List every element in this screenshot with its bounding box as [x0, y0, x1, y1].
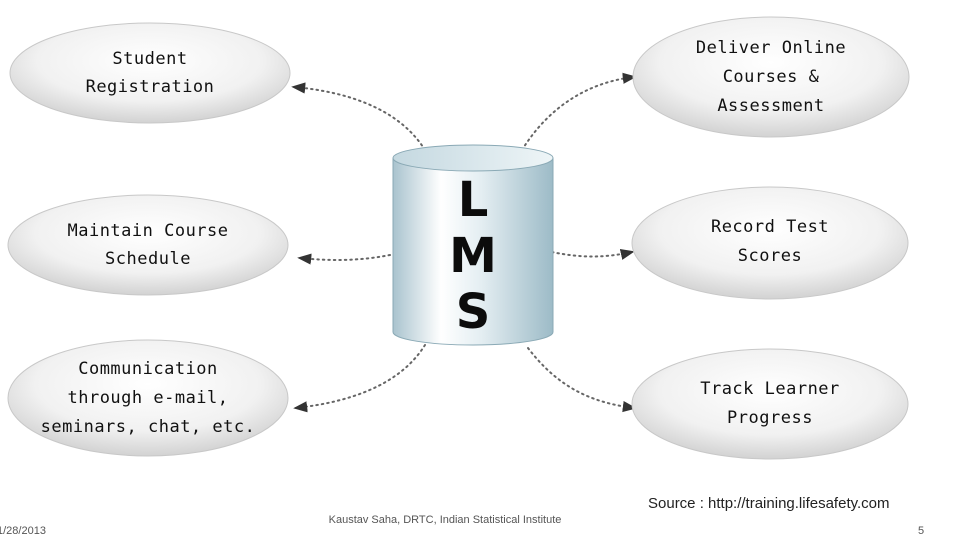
- arrow-to-track-learner-progress: [527, 347, 637, 413]
- svg-text:Deliver Online: Deliver Online: [696, 38, 846, 58]
- node-deliver-online-courses: Deliver Online Courses & Assessment: [632, 16, 910, 138]
- arrow-to-student-registration: [291, 82, 426, 151]
- svg-text:Scores: Scores: [738, 246, 802, 266]
- svg-text:S: S: [456, 284, 491, 340]
- node-line: Assessment: [717, 96, 824, 116]
- svg-text:Maintain Course: Maintain Course: [67, 221, 228, 241]
- node-student-registration: Student Registration: [9, 22, 291, 124]
- arrow-to-deliver-online-courses: [521, 72, 637, 151]
- node-record-test-scores: Record Test Scores: [631, 186, 909, 300]
- lms-letter-m: M: [449, 228, 497, 284]
- node-line: Progress: [727, 408, 813, 428]
- svg-text:Registration: Registration: [86, 77, 215, 97]
- svg-text:Track Learner: Track Learner: [700, 379, 840, 399]
- node-line: Courses &: [723, 67, 820, 87]
- node-line: Registration: [86, 77, 215, 97]
- svg-text:Assessment: Assessment: [717, 96, 824, 116]
- lms-letter-s: S: [456, 284, 491, 340]
- svg-text:Progress: Progress: [727, 408, 813, 428]
- node-line: Maintain Course: [67, 221, 228, 241]
- node-line: Student: [112, 49, 187, 69]
- svg-text:seminars, chat, etc.: seminars, chat, etc.: [41, 417, 256, 437]
- footer-page-number: 5: [918, 525, 925, 537]
- node-line: through e-mail,: [67, 388, 228, 408]
- svg-text:L: L: [458, 172, 489, 228]
- footer-date: 1/28/2013: [0, 525, 46, 537]
- svg-text:Schedule: Schedule: [105, 249, 191, 269]
- node-line: Schedule: [105, 249, 191, 269]
- node-maintain-course-schedule: Maintain Course Schedule: [7, 194, 289, 296]
- svg-text:through e-mail,: through e-mail,: [67, 388, 228, 408]
- source-caption: Source : http://training.lifesafety.com: [648, 495, 890, 512]
- node-line: Communication: [78, 359, 218, 379]
- node-line: Record Test: [711, 217, 829, 237]
- svg-text:Record Test: Record Test: [711, 217, 829, 237]
- node-track-learner-progress: Track Learner Progress: [631, 348, 909, 460]
- node-line: Deliver Online: [696, 38, 846, 58]
- svg-text:Student: Student: [112, 49, 187, 69]
- svg-text:Courses &: Courses &: [723, 67, 820, 87]
- lms-letter-l: L: [458, 172, 489, 228]
- svg-text:M: M: [449, 228, 497, 284]
- lms-cylinder: L M S: [392, 144, 554, 346]
- arrow-to-communication: [293, 344, 426, 413]
- node-communication: Communication through e-mail, seminars, …: [7, 339, 289, 457]
- node-line: seminars, chat, etc.: [41, 417, 256, 437]
- node-line: Scores: [738, 246, 802, 266]
- node-line: Track Learner: [700, 379, 840, 399]
- arrow-to-record-test-scores: [551, 248, 635, 260]
- footer-author: Kaustav Saha, DRTC, Indian Statistical I…: [328, 514, 562, 526]
- svg-text:Communication: Communication: [78, 359, 218, 379]
- arrow-to-maintain-course-schedule: [297, 253, 391, 265]
